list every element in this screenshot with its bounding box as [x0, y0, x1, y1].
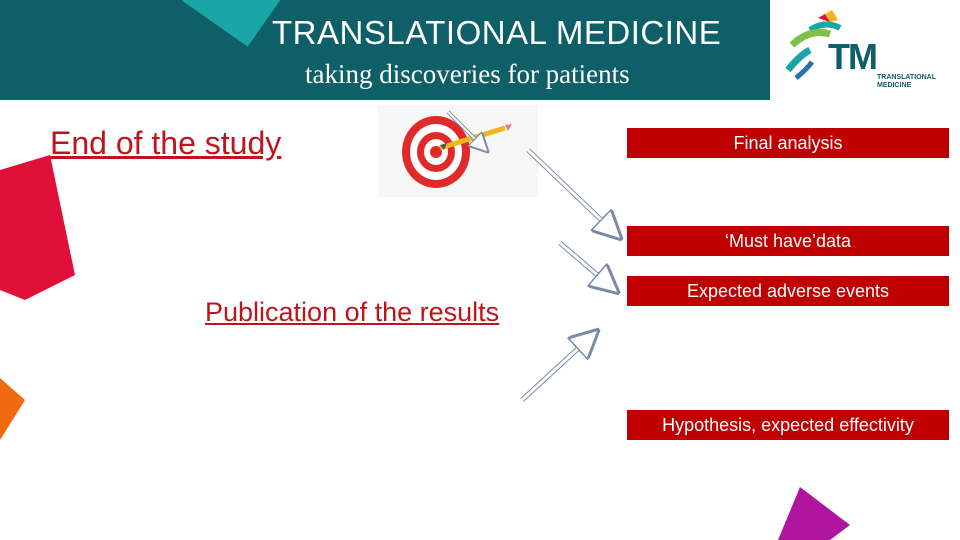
red-decor-shape — [0, 155, 75, 300]
hypothesis-box: Hypothesis, expected effectivity — [627, 410, 949, 440]
expected-adverse-events-box: Expected adverse events — [627, 276, 949, 306]
arrow-icon — [446, 110, 486, 150]
header-bar: TRANSLATIONAL MEDICINE taking discoverie… — [0, 0, 960, 100]
magenta-decor-shape — [778, 487, 850, 540]
orange-decor-shape — [0, 378, 25, 440]
logo-text-line2: MEDICINE — [877, 82, 912, 89]
logo-text: TRANSLATIONAL MEDICINE — [877, 74, 936, 90]
final-analysis-box: Final analysis — [627, 128, 949, 158]
end-of-study-label: End of the study — [50, 125, 282, 161]
logo-mark: TM — [828, 36, 878, 77]
arrow-from-hypothesis — [520, 333, 595, 402]
logo-text-line1: TRANSLATIONAL — [877, 74, 936, 81]
arrow-to-must-have — [526, 148, 618, 236]
arrow-to-adverse-events — [558, 241, 615, 290]
must-have-data-box: ‘Must have’data — [627, 226, 949, 256]
page-subtitle: taking discoveries for patients — [305, 59, 630, 89]
translational-medicine-logo-icon — [785, 10, 842, 80]
page-title: TRANSLATIONAL MEDICINE — [272, 14, 722, 51]
logo — [770, 0, 960, 100]
publication-label: Publication of the results — [205, 297, 500, 327]
